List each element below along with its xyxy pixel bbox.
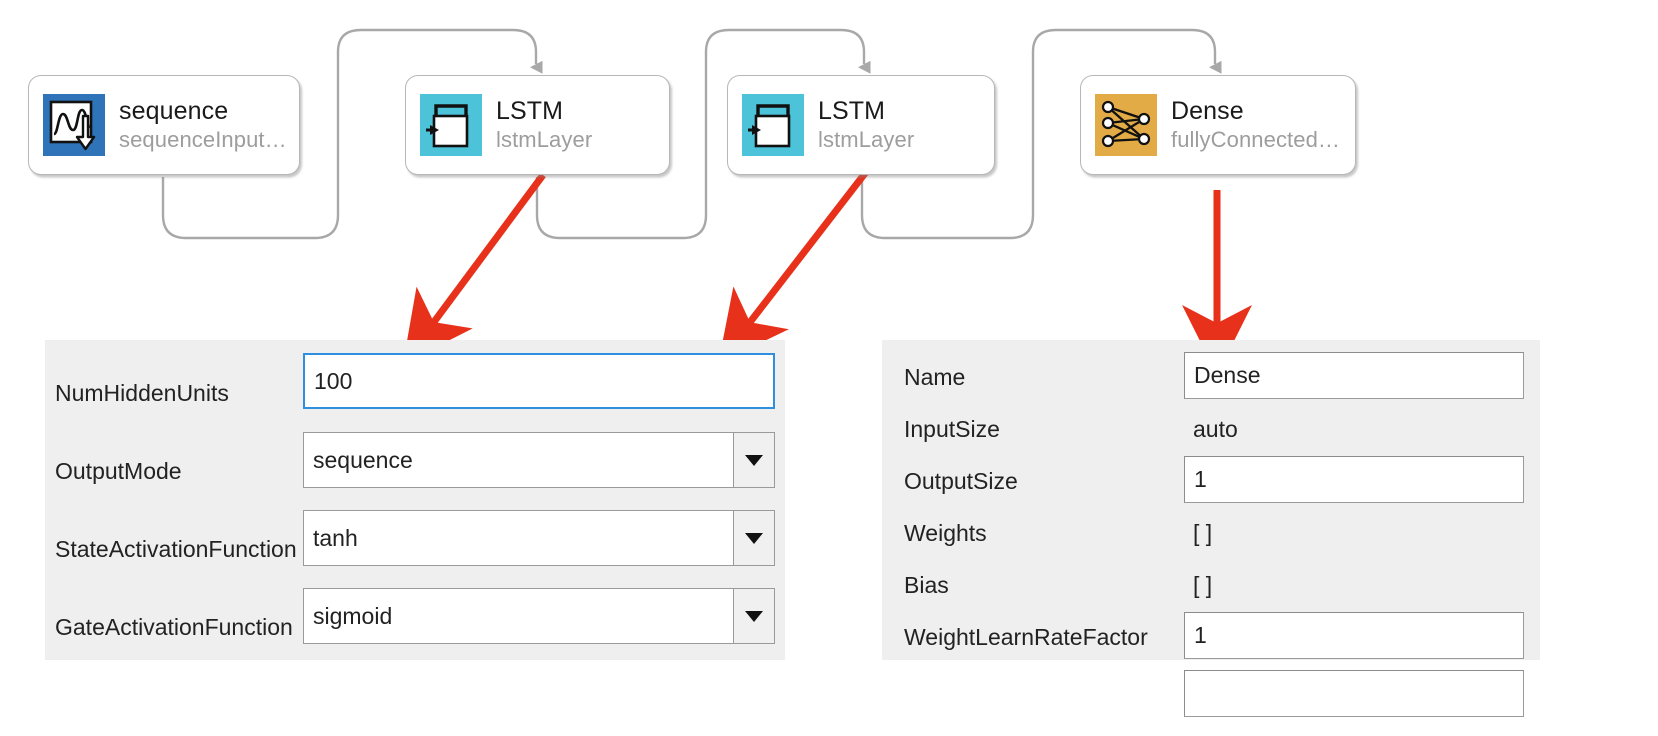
sequence-input-icon bbox=[43, 94, 105, 156]
property-label-numhiddenunits: NumHiddenUnits bbox=[55, 380, 229, 406]
outputsize-value: 1 bbox=[1194, 466, 1207, 492]
property-label-outputsize: OutputSize bbox=[904, 468, 1018, 494]
gateactivationfunction-value: sigmoid bbox=[313, 602, 393, 629]
outputmode-dropdown[interactable]: sequence bbox=[303, 432, 775, 488]
annotation-arrow-lstm2 bbox=[718, 169, 869, 364]
gateactivationfunction-dropdown[interactable]: sigmoid bbox=[303, 588, 775, 644]
layer-block-lstm-1[interactable]: LSTM lstmLayer bbox=[405, 75, 670, 175]
outputmode-value: sequence bbox=[313, 446, 413, 473]
property-label-inputsize: InputSize bbox=[904, 416, 1000, 442]
lstm-icon bbox=[420, 94, 482, 156]
lstm-icon bbox=[742, 94, 804, 156]
layer-title: LSTM bbox=[496, 97, 564, 126]
layer-subtitle: fullyConnected… bbox=[1171, 127, 1341, 153]
name-input[interactable]: Dense bbox=[1184, 352, 1524, 399]
name-value: Dense bbox=[1194, 362, 1261, 388]
lstm-properties-panel: NumHiddenUnits 100 OutputMode sequence S… bbox=[45, 340, 785, 660]
numhiddenunits-value: 100 bbox=[314, 367, 353, 394]
property-label-bias: Bias bbox=[904, 572, 949, 598]
property-label-weights: Weights bbox=[904, 520, 987, 546]
layer-block-text: LSTM lstmLayer bbox=[496, 97, 592, 153]
layer-block-text: sequence sequenceInput… bbox=[119, 97, 287, 153]
chevron-down-icon[interactable] bbox=[733, 589, 774, 643]
layer-title: LSTM bbox=[818, 97, 886, 126]
annotation-arrow-lstm1 bbox=[402, 172, 546, 364]
outputsize-input[interactable]: 1 bbox=[1184, 456, 1524, 503]
stateactivationfunction-dropdown[interactable]: tanh bbox=[303, 510, 775, 566]
layer-block-dense[interactable]: Dense fullyConnected… bbox=[1080, 75, 1356, 175]
connector-lstm2-to-dense bbox=[860, 28, 1222, 240]
next-property-input-partial[interactable] bbox=[1184, 670, 1524, 717]
property-label-name: Name bbox=[904, 364, 966, 390]
weightlearnratefactor-input[interactable]: 1 bbox=[1184, 612, 1524, 659]
layer-block-text: LSTM lstmLayer bbox=[818, 97, 914, 153]
property-label-weightlearnratefactor: WeightLearnRateFactor bbox=[904, 624, 1148, 650]
chevron-down-icon[interactable] bbox=[733, 433, 774, 487]
layer-title: Dense bbox=[1171, 97, 1244, 126]
layer-block-lstm-2[interactable]: LSTM lstmLayer bbox=[727, 75, 995, 175]
numhiddenunits-input[interactable]: 100 bbox=[303, 353, 775, 409]
layer-block-sequence[interactable]: sequence sequenceInput… bbox=[28, 75, 300, 175]
connector-sequence-to-lstm1 bbox=[161, 28, 543, 240]
chevron-down-icon[interactable] bbox=[733, 511, 774, 565]
layer-subtitle: lstmLayer bbox=[818, 127, 915, 153]
property-label-gateactivationfunction: GateActivationFunction bbox=[55, 614, 293, 640]
layer-subtitle: lstmLayer bbox=[496, 127, 593, 153]
bias-value: [ ] bbox=[1193, 572, 1213, 598]
layer-title: sequence bbox=[119, 97, 229, 126]
inputsize-value: auto bbox=[1193, 416, 1238, 442]
fully-connected-icon bbox=[1095, 94, 1157, 156]
property-label-outputmode: OutputMode bbox=[55, 458, 182, 484]
connector-lstm1-to-lstm2 bbox=[535, 28, 871, 240]
property-label-stateactivationfunction: StateActivationFunction bbox=[55, 536, 297, 562]
layer-block-text: Dense fullyConnected… bbox=[1171, 97, 1340, 153]
weights-value: [ ] bbox=[1193, 520, 1213, 546]
layer-subtitle: sequenceInput… bbox=[119, 127, 287, 153]
weightlearnratefactor-value: 1 bbox=[1194, 622, 1207, 648]
dense-properties-panel: Name Dense InputSize auto OutputSize 1 W… bbox=[882, 340, 1540, 717]
stateactivationfunction-value: tanh bbox=[313, 524, 358, 551]
